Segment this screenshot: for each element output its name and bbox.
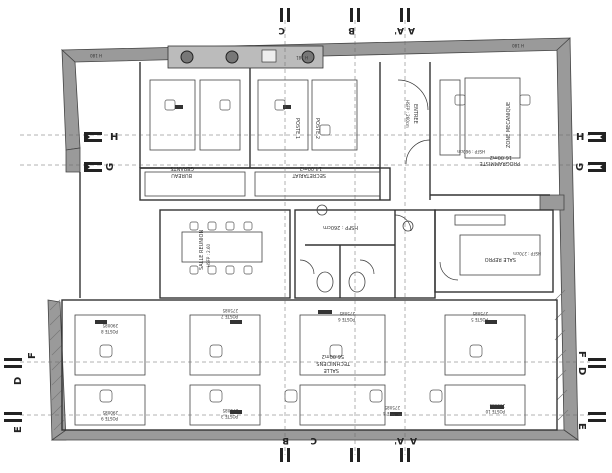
section-lines [20,20,590,455]
section-mark-f-left: F [27,352,38,359]
interior-walls [61,62,558,431]
workstation-mid-top-b: POSTE 6 275X85 [338,311,355,322]
section-mark-h-left: H [110,132,118,143]
chairs [99,94,531,403]
room-secretariat: SECRETARIAT 14.00m2 [291,165,326,178]
room-labels: PROGRAMMISTE 16.00m2 HSFP : 960cm ZONE M… [170,100,541,373]
svg-text:POSTE 4: POSTE 4 [383,411,400,416]
section-mark-aprime-bottom: A' [394,435,404,445]
room-entree: ENTREE HSFP : 260cm [405,100,418,128]
section-mark-f-right: F [576,351,587,358]
room-poste-1: POSTE 1 [294,118,300,139]
furniture [74,77,541,426]
room-name-1: SALLE [324,367,339,373]
workstation-bottom-c: POSTE 10 290X85 [485,403,505,414]
svg-text:275X85: 275X85 [222,308,238,313]
room-bureau-gerants: BUREAU GERANTS [170,165,194,178]
svg-text:POSTE 5: POSTE 5 [471,317,488,322]
section-mark-g-right: G [575,163,586,171]
svg-text:275X85: 275X85 [222,408,238,413]
section-mark-g-left: G [105,163,116,171]
room-name: SECRETARIAT [291,172,326,178]
misc-labels: H 181 H 180 H 180 [90,43,524,60]
room-area: 14.00m2 [300,165,322,171]
room-name: POSTE 1 [294,118,300,139]
room-programmiste: PROGRAMMISTE 16.00m2 HSFP : 960cm [457,149,520,166]
room-area: 56.00m2 [322,353,344,359]
svg-text:275X85: 275X85 [472,311,488,316]
svg-text:290X85: 290X85 [102,410,118,415]
workstation-left-top: POSTE 8 290X85 [101,323,118,334]
room-name: SALE REPRO [485,256,516,262]
section-mark-e-left: E [13,426,24,433]
workstation-bottom-a: POSTE 3 275X85 [221,408,238,419]
room-hsfp-center: HSFP : 260cm [323,224,358,230]
room-name: ZONE MECANIQUE [506,102,512,148]
section-mark-d-left: D [13,377,24,385]
ceiling-right-label: H 180 [512,43,524,48]
room-zone-mecanique: ZONE MECANIQUE [506,102,512,148]
room-sale-repro: SALE REPRO HSFP : 270cm [485,251,541,262]
ceiling-top-label: H 181 [296,55,308,60]
computer-icons [95,105,504,416]
svg-text:POSTE 3: POSTE 3 [221,414,238,419]
section-letters: C B A A' B C A' A H G H G F D E F D E [13,25,587,445]
section-mark-a-bottom: A [410,435,417,445]
svg-text:290X85: 290X85 [102,323,118,328]
room-name-2: TECHNICIENS [316,360,351,366]
section-mark-c-bottom: C [310,435,317,445]
room-height: HSFP : 270cm [513,251,541,256]
svg-text:POSTE 10: POSTE 10 [485,409,505,414]
svg-text:290X85: 290X85 [489,403,505,408]
workstation-right-top: POSTE 5 275X85 [471,311,488,322]
section-markers [4,8,606,462]
svg-text:275X85: 275X85 [339,311,355,316]
equipment-band [167,45,324,69]
section-mark-d-right: D [576,367,587,375]
room-name-2: GERANTS [170,165,194,171]
room-name: POSTE 2 [314,118,320,139]
workstation-bottom-b: POSTE 4 275X85 [383,405,400,416]
room-poste-2: POSTE 2 [314,118,320,139]
room-area: 16.00m2 [490,154,512,160]
section-mark-b-top: B [348,25,355,35]
room-name: SALLE REUNION [199,230,205,270]
room-name-1: BUREAU [171,172,192,178]
doors [299,79,459,281]
workstation-mid-top-a: POSTE 7 275X85 [221,308,238,319]
room-height: HSFP : 2.60 [206,243,211,267]
section-mark-e-right: E [576,423,587,430]
room-salle-reunion: SALLE REUNION HSFP : 2.60 [199,230,211,270]
room-name: ENTREE [412,104,418,124]
svg-text:POSTE 9: POSTE 9 [101,416,118,421]
section-mark-c-top: C [278,25,285,35]
room-name: PROGRAMMISTE [480,160,520,166]
svg-text:POSTE 8: POSTE 8 [101,329,118,334]
room-height: HSFP : 260cm [405,100,410,128]
ceiling-left-label: H 180 [90,53,102,58]
svg-text:POSTE 6: POSTE 6 [338,317,355,322]
section-mark-aprime-top: A' [394,25,404,35]
room-height: HSFP : 260cm [323,224,358,230]
room-height: HSFP : 960cm [457,149,485,154]
section-mark-b-bottom: B [282,435,289,445]
section-mark-h-right: H [576,132,584,143]
workstation-left-bottom: POSTE 9 290X85 [101,410,118,421]
svg-text:POSTE 7: POSTE 7 [221,314,238,319]
outer-walls [47,37,580,441]
section-mark-a-top: A [408,25,415,35]
room-salle-techniciens: SALLE TECHNICIENS 56.00m2 [316,353,351,373]
svg-text:275X85: 275X85 [384,405,400,410]
workstation-labels: POSTE 8 290X85 POSTE 9 290X85 POSTE 7 27… [101,308,505,421]
